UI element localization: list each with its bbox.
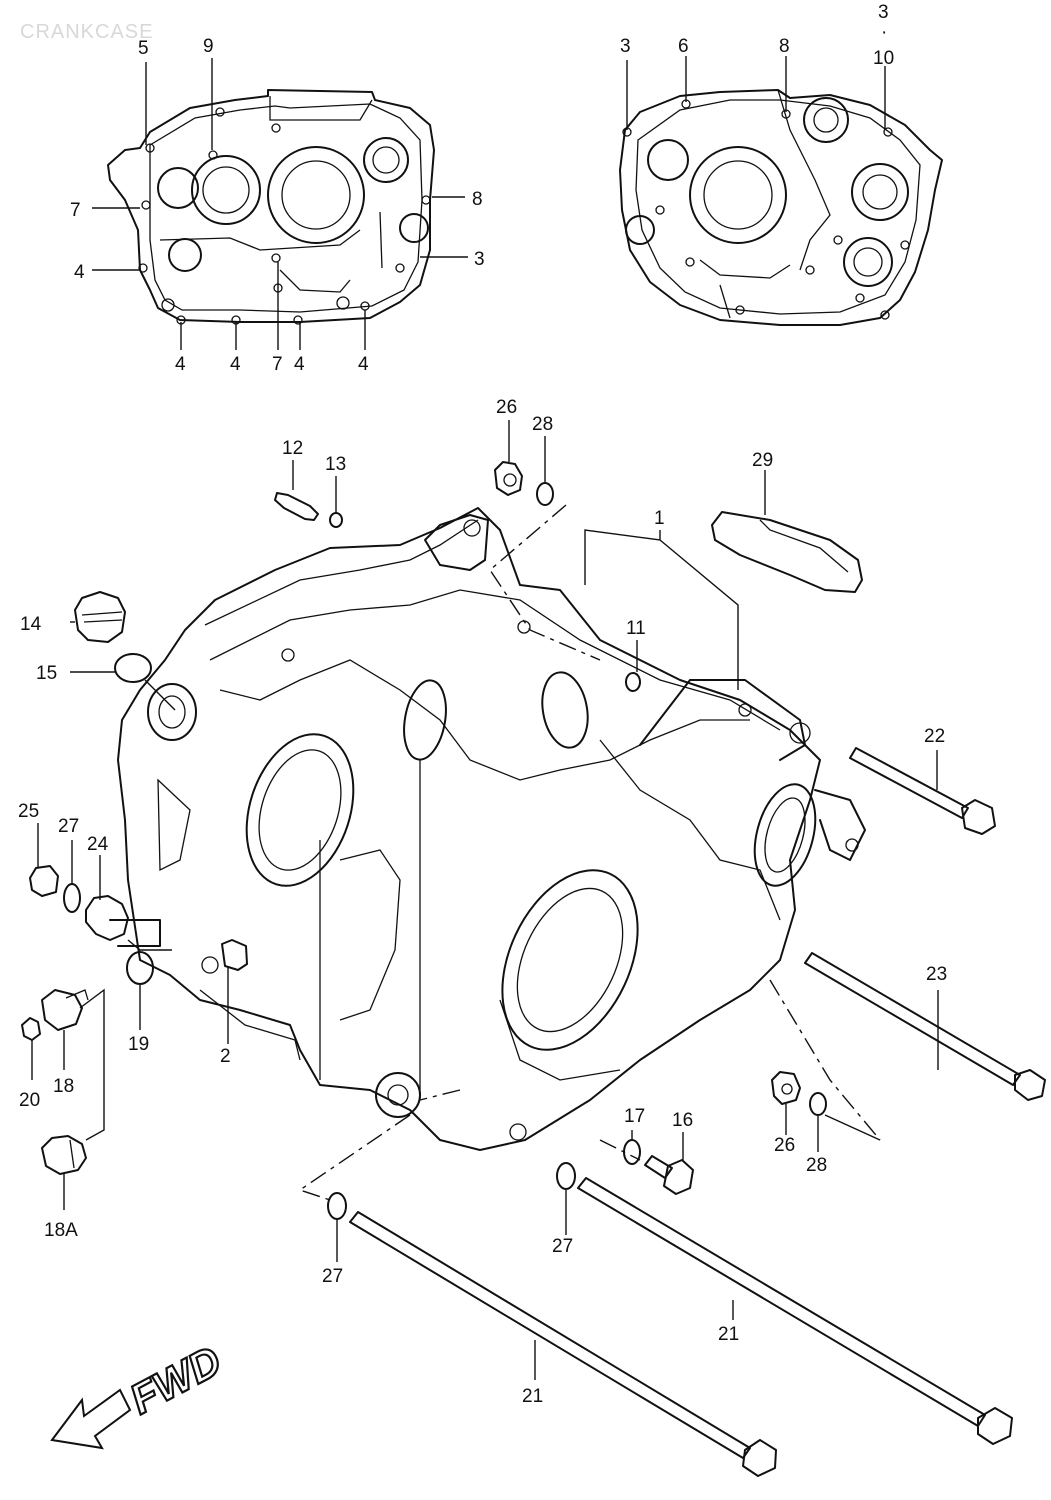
callout-16: 16 (672, 1110, 693, 1131)
part-21-bolt (577, 1177, 1013, 1445)
callout-6: 6 (678, 36, 689, 57)
callout-25: 25 (18, 801, 39, 822)
part-14-filler-cap (74, 591, 126, 643)
callout-21: 21 (718, 1324, 739, 1345)
part-16-bolt (644, 1155, 694, 1195)
callout-7: 7 (70, 200, 81, 221)
callout-18: 18 (53, 1076, 74, 1097)
callout-10: 10 (873, 48, 894, 69)
callout-4: 4 (358, 354, 369, 375)
assembly-labels: 26 28 12 13 29 1 14 15 11 22 25 27 24 19… (18, 397, 947, 1407)
part-21-bolt (349, 1211, 777, 1477)
callout-8: 8 (779, 36, 790, 57)
callout-13: 13 (325, 454, 346, 475)
callout-4: 4 (294, 354, 305, 375)
part-18-plug (41, 989, 89, 1031)
part-2-dowel (221, 939, 248, 971)
callout-28: 28 (532, 414, 553, 435)
callout-28: 28 (806, 1155, 827, 1176)
callout-27: 27 (58, 816, 79, 837)
callout-4: 4 (74, 262, 85, 283)
callout-5: 5 (138, 38, 149, 59)
callout-3: 3 (620, 36, 631, 57)
part-20-plug (21, 1017, 41, 1041)
right-crankcase-half (619, 89, 943, 326)
part-13-washer (329, 512, 343, 528)
crankcase-assembly (117, 507, 866, 1151)
callout-7: 7 (272, 354, 283, 375)
left-crankcase-half (107, 89, 435, 325)
right-half-leaders (626, 56, 886, 130)
part-27-washer (327, 1192, 347, 1220)
callout-dot: · (881, 22, 887, 43)
callout-26: 26 (774, 1135, 795, 1156)
callout-27: 27 (322, 1266, 343, 1287)
callout-3: 3 (878, 2, 889, 23)
callout-12: 12 (282, 438, 303, 459)
part-27-washer (556, 1162, 576, 1190)
callout-17: 17 (624, 1106, 645, 1127)
part-15-o-ring (114, 653, 152, 683)
part-26-nut (494, 461, 523, 496)
part-27-washer (63, 883, 81, 913)
part-22-bolt (849, 747, 996, 835)
callout-18a: 18A (44, 1220, 78, 1241)
callout-8: 8 (472, 189, 483, 210)
callout-20: 20 (19, 1090, 40, 1111)
diagram-title: CRANKCASE (20, 21, 153, 43)
callout-22: 22 (924, 726, 945, 747)
fwd-arrow-icon (50, 1388, 132, 1450)
callout-9: 9 (203, 36, 214, 57)
left-half-leaders (92, 58, 468, 350)
callout-1: 1 (654, 508, 665, 529)
callout-11: 11 (626, 618, 646, 639)
callout-19: 19 (128, 1034, 149, 1055)
fwd-label: FWD (122, 1337, 229, 1423)
callout-29: 29 (752, 450, 773, 471)
part-12-stud (274, 492, 319, 521)
part-28-washer (809, 1092, 827, 1116)
part-24-bushing (85, 895, 161, 947)
callout-2: 2 (220, 1046, 231, 1067)
part-11-washer (625, 672, 641, 692)
assembly-leaders (31, 420, 939, 1380)
callout-3: 3 (474, 249, 485, 270)
part-17-washer (623, 1139, 641, 1165)
callout-26: 26 (496, 397, 517, 418)
part-18a-plug (41, 1135, 87, 1175)
callout-24: 24 (87, 834, 109, 855)
callout-23: 23 (926, 964, 947, 985)
callout-27: 27 (552, 1236, 573, 1257)
part-23-bolt (804, 952, 1046, 1101)
right-half-labels: 3 6 8 3 · 10 (620, 2, 894, 69)
callout-4: 4 (175, 354, 186, 375)
part-28-washer (536, 482, 554, 506)
part-19-washer (126, 951, 154, 985)
callout-15: 15 (36, 663, 57, 684)
part-26-nut (771, 1071, 801, 1105)
part-25-nut (29, 865, 59, 897)
left-half-labels: 5 9 7 8 4 3 4 4 7 4 4 (70, 36, 485, 375)
callout-21: 21 (522, 1386, 543, 1407)
callout-4: 4 (230, 354, 241, 375)
callout-14: 14 (20, 614, 42, 635)
part-29-cover (711, 511, 863, 593)
